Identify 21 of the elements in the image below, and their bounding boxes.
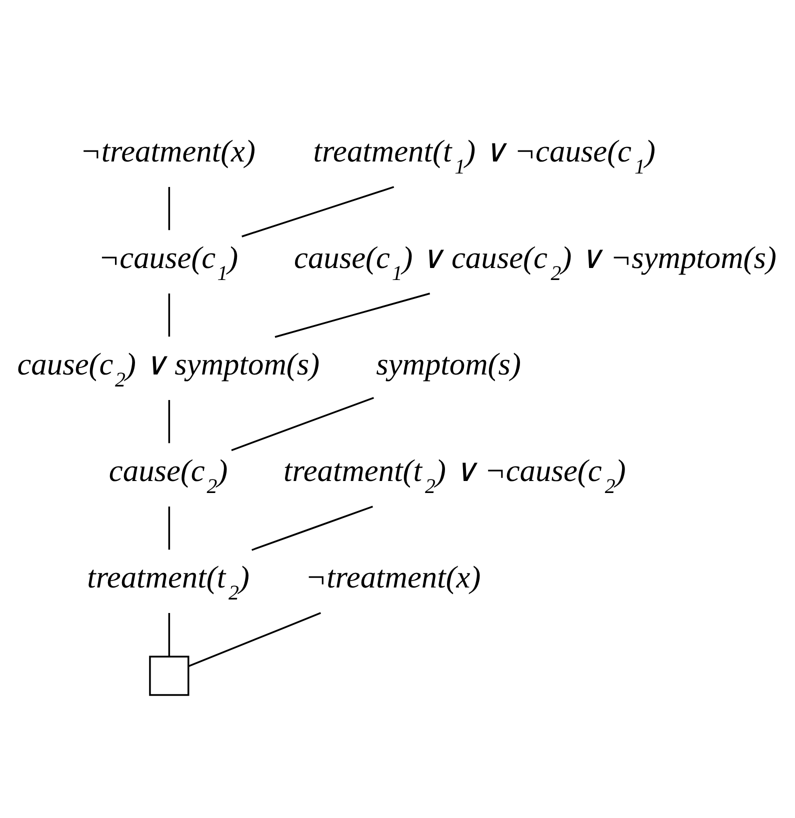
node-text: cause(c$_{1}$) ∨ cause(c$_{2}$) ∨ ¬symptom(s) xyxy=(294,239,776,284)
node-text: treatment(t$_{2}$) ∨ ¬cause(c$_{2}$) xyxy=(284,452,626,498)
connector xyxy=(168,293,170,336)
node-text: symptom(s) xyxy=(376,346,521,381)
node-box xyxy=(149,655,190,696)
connector xyxy=(168,186,170,230)
node-text: cause(c$_{2}$) xyxy=(108,452,228,498)
connector xyxy=(252,505,374,550)
node-text: treatment(t$_{2}$) xyxy=(87,558,250,604)
node-text: ¬treatment(x) xyxy=(80,132,256,168)
connector xyxy=(231,396,374,451)
node-text: treatment(t$_{1}$) ∨ ¬cause(c$_{1}$) xyxy=(313,132,656,178)
node-text: cause(c$_{2}$) ∨ symptom(s) xyxy=(17,346,320,391)
connector xyxy=(274,292,430,338)
connector xyxy=(188,612,321,667)
node-text: ¬cause(c$_{1}$) xyxy=(98,239,238,284)
connector xyxy=(168,506,170,550)
connector xyxy=(242,186,394,237)
connector xyxy=(168,612,170,656)
connector xyxy=(168,400,170,443)
node-text: ¬treatment(x) xyxy=(305,558,481,594)
